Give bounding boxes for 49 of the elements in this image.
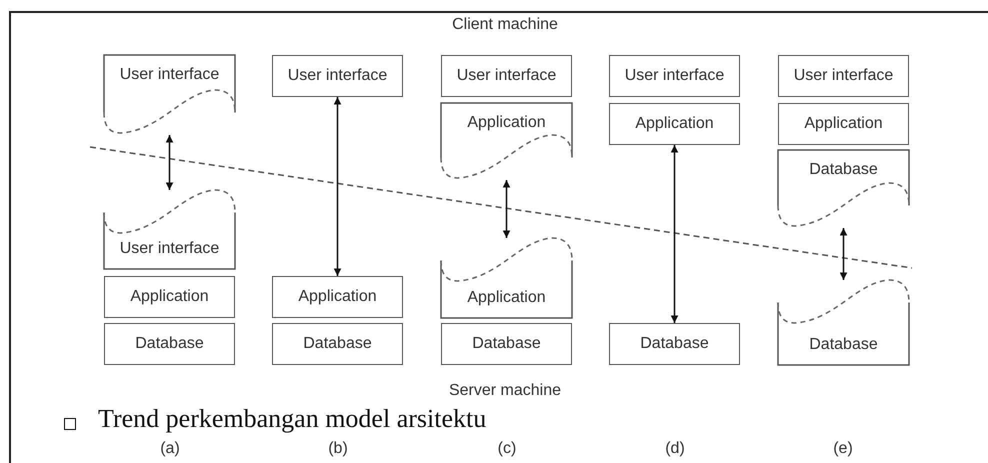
double-arrow [334, 97, 342, 276]
double-arrow [502, 180, 510, 238]
panel-label: (e) [833, 440, 853, 458]
layer-box [441, 55, 572, 97]
layer-box [272, 323, 403, 365]
torn-layer-box [104, 190, 235, 269]
double-arrow [166, 135, 174, 190]
layer-box [104, 276, 235, 318]
panel-label: (b) [328, 440, 348, 458]
torn-layer-box [104, 55, 235, 135]
layer-box [778, 103, 909, 145]
panel-label: (d) [665, 440, 685, 458]
layer-box [778, 55, 909, 97]
layer-box [104, 323, 235, 365]
double-arrow [840, 228, 848, 280]
layer-label: Application [467, 288, 546, 308]
layer-label: Application [298, 287, 377, 307]
layer-label: User interface [288, 66, 388, 86]
caption: Trend perkembangan model arsitektu [98, 404, 486, 434]
layer-label: Application [130, 287, 209, 307]
layer-label: User interface [120, 239, 220, 259]
layer-label: Application [804, 114, 883, 134]
layer-label: Database [303, 334, 372, 354]
torn-layer-box [778, 150, 909, 228]
layer-label: Application [635, 114, 714, 134]
panel-label: (c) [498, 440, 516, 458]
layer-label: Database [809, 335, 878, 355]
torn-layer-box [441, 103, 572, 180]
layer-label: Database [135, 334, 204, 354]
layer-box [609, 103, 740, 145]
layer-label: User interface [456, 66, 556, 86]
layer-box [441, 323, 572, 365]
layer-box [609, 55, 740, 97]
double-arrow [670, 145, 678, 323]
layer-box [272, 55, 403, 97]
layer-box [272, 276, 403, 318]
layer-label: Application [467, 113, 546, 133]
tier-label: Server machine [448, 382, 562, 400]
tier-label: Client machine [452, 16, 558, 34]
layer-label: Database [472, 334, 541, 354]
layer-box [609, 323, 740, 365]
layer-label: User interface [624, 66, 724, 86]
torn-layer-box [441, 238, 572, 318]
layer-label: User interface [120, 65, 220, 85]
layer-label: Database [640, 334, 709, 354]
panel-label: (a) [160, 440, 180, 458]
layer-label: Database [809, 160, 878, 180]
layer-label: User interface [794, 66, 894, 86]
torn-layer-box [778, 280, 909, 365]
